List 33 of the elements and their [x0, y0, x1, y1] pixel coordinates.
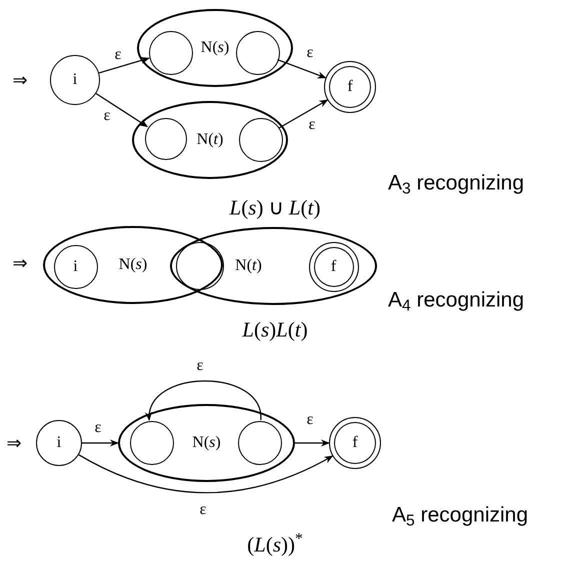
arrow: [82, 439, 119, 447]
nfa-ellipse: [137, 9, 293, 87]
arrow: [277, 59, 327, 78]
arrow: [78, 454, 334, 494]
formula-text: (L(s))$^{*}$: [247, 534, 303, 556]
state-label: f: [347, 79, 353, 95]
nfa-ellipse: [43, 226, 223, 304]
start-symbol: ⇒: [12, 254, 28, 272]
nfa-ellipse: [118, 404, 295, 482]
state-label: N(s): [118, 257, 148, 273]
arrow: [278, 99, 328, 129]
caption-text: A$_{3}$ recognizing: [388, 172, 524, 194]
nfa-ellipse: [132, 101, 288, 179]
arrow: [96, 93, 148, 128]
caption-text: A$_{5}$ recognizing: [392, 504, 528, 526]
formula-text: L(s)L(t): [242, 320, 308, 340]
state-label: f: [330, 258, 336, 274]
nfa-ellipse: [170, 227, 377, 305]
start-symbol: ⇒: [6, 434, 22, 452]
caption-text: A$_{4}$ recognizing: [388, 290, 524, 310]
state-label: N(t): [196, 132, 224, 148]
start-symbol: ⇒: [12, 71, 28, 89]
arrow: [146, 380, 262, 421]
state-label: N(t): [235, 258, 262, 274]
state-label: i: [73, 258, 78, 274]
state-label: N(s): [200, 40, 230, 56]
formula-text: L(s) ∪ L(t): [230, 198, 320, 218]
state-label: f: [352, 435, 358, 451]
arrow: [98, 57, 150, 74]
state-label: i: [56, 435, 62, 451]
state-label: N(s): [192, 435, 221, 451]
arrow: [295, 439, 330, 447]
state-label: i: [72, 72, 78, 88]
